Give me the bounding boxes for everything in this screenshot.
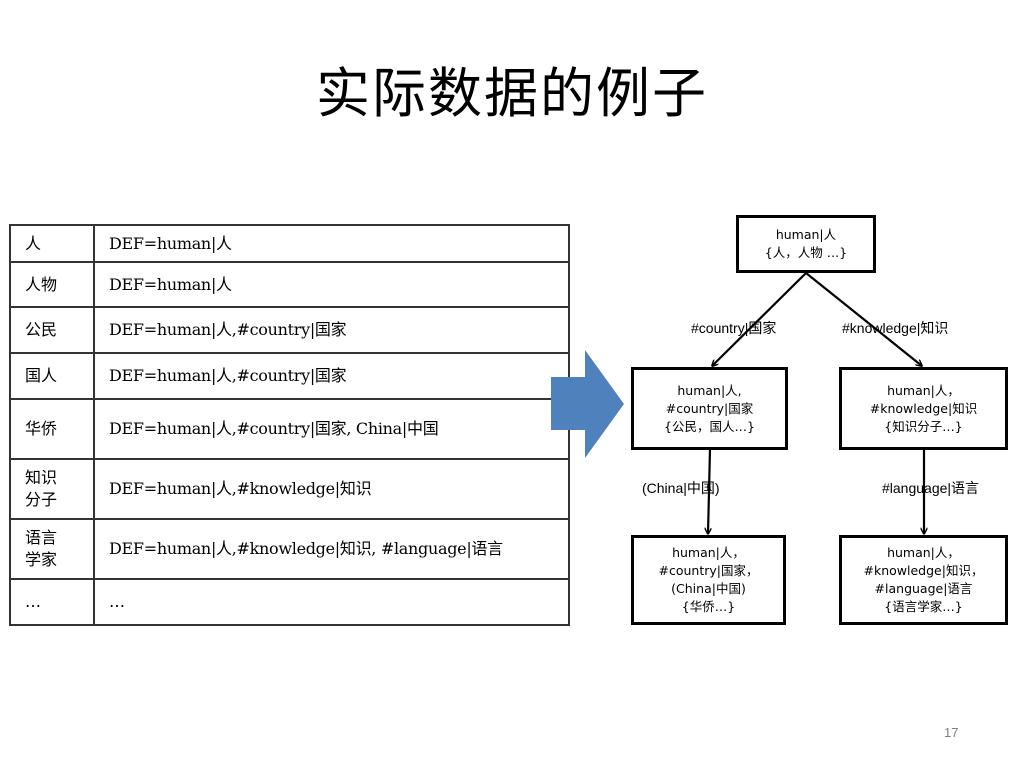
table-row: 知识 分子 DEF=human|人,#knowledge|知识	[9, 458, 570, 520]
edge-country-china	[708, 448, 710, 534]
table-row: 华侨 DEF=human|人,#country|国家, China|中国	[9, 398, 570, 460]
node-line: human|人,	[677, 382, 742, 398]
node-line: #knowledge|知识	[869, 400, 978, 416]
table-row: 公民 DEF=human|人,#country|国家	[9, 306, 570, 354]
word-cell: 公民	[9, 306, 95, 354]
node-line: human|人，	[887, 382, 960, 398]
right-block-arrow-icon	[551, 350, 624, 458]
word-cell: 知识 分子	[9, 458, 95, 520]
node-line: #country|国家	[665, 400, 754, 416]
definition-cell: DEF=human|人	[93, 224, 570, 263]
table-row: … …	[9, 578, 570, 626]
node-line: {人，人物 …}	[764, 245, 848, 260]
edge-label-language: #language|语言	[882, 480, 980, 496]
table-row: 人物 DEF=human|人	[9, 261, 570, 308]
tree-node-knowledge: human|人， #knowledge|知识 {知识分子…}	[839, 367, 1008, 450]
node-line: #language|语言	[874, 581, 973, 596]
definition-cell: …	[93, 578, 570, 626]
tree-node-language: human|人， #knowledge|知识， #language|语言 {语言…	[839, 535, 1008, 625]
node-line: (China|中国)	[671, 581, 746, 596]
node-line: {知识分子…}	[884, 418, 963, 434]
definition-cell: DEF=human|人,#country|国家	[93, 352, 570, 400]
definition-cell: DEF=human|人,#knowledge|知识	[93, 458, 570, 520]
definition-cell: DEF=human|人	[93, 261, 570, 308]
node-line: human|人，	[672, 545, 745, 560]
node-line: {华侨…}	[681, 599, 736, 614]
word-cell: 语言 学家	[9, 518, 95, 580]
tree-node-china: human|人， #country|国家， (China|中国) {华侨…}	[631, 535, 786, 625]
edge-root-country	[712, 272, 807, 366]
node-line: human|人，	[887, 545, 960, 560]
edge-label-knowledge: #knowledge|知识	[842, 320, 949, 336]
table-row: 语言 学家 DEF=human|人,#knowledge|知识, #langua…	[9, 518, 570, 580]
slide-title: 实际数据的例子	[316, 62, 708, 125]
tree-node-country: human|人, #country|国家 {公民，国人…}	[631, 367, 788, 450]
definition-cell: DEF=human|人,#country|国家, China|中国	[93, 398, 570, 460]
edge-root-knowledge	[805, 272, 922, 366]
word-cell: 国人	[9, 352, 95, 400]
word-cell: 人	[9, 224, 95, 263]
definition-cell: DEF=human|人,#knowledge|知识, #language|语言	[93, 518, 570, 580]
node-line: #knowledge|知识，	[863, 563, 984, 578]
node-line: {公民，国人…}	[664, 418, 755, 434]
node-line: {语言学家…}	[884, 599, 963, 614]
table-row: 人 DEF=human|人	[9, 224, 570, 263]
tree-node-root: human|人 {人，人物 …}	[736, 215, 876, 273]
edge-label-country: #country|国家	[691, 320, 777, 336]
word-cell: 人物	[9, 261, 95, 308]
node-line: human|人	[775, 227, 837, 242]
table-row: 国人 DEF=human|人,#country|国家	[9, 352, 570, 400]
definition-cell: DEF=human|人,#country|国家	[93, 306, 570, 354]
block-arrow-shape	[551, 350, 624, 458]
word-cell: 华侨	[9, 398, 95, 460]
node-line: #country|国家，	[658, 563, 759, 578]
edge-label-china: (China|中国)	[642, 480, 720, 496]
definition-table: 人 DEF=human|人 人物 DEF=human|人 公民 DEF=huma…	[9, 224, 570, 626]
word-cell: …	[9, 578, 95, 626]
page-number: 17	[944, 725, 959, 740]
